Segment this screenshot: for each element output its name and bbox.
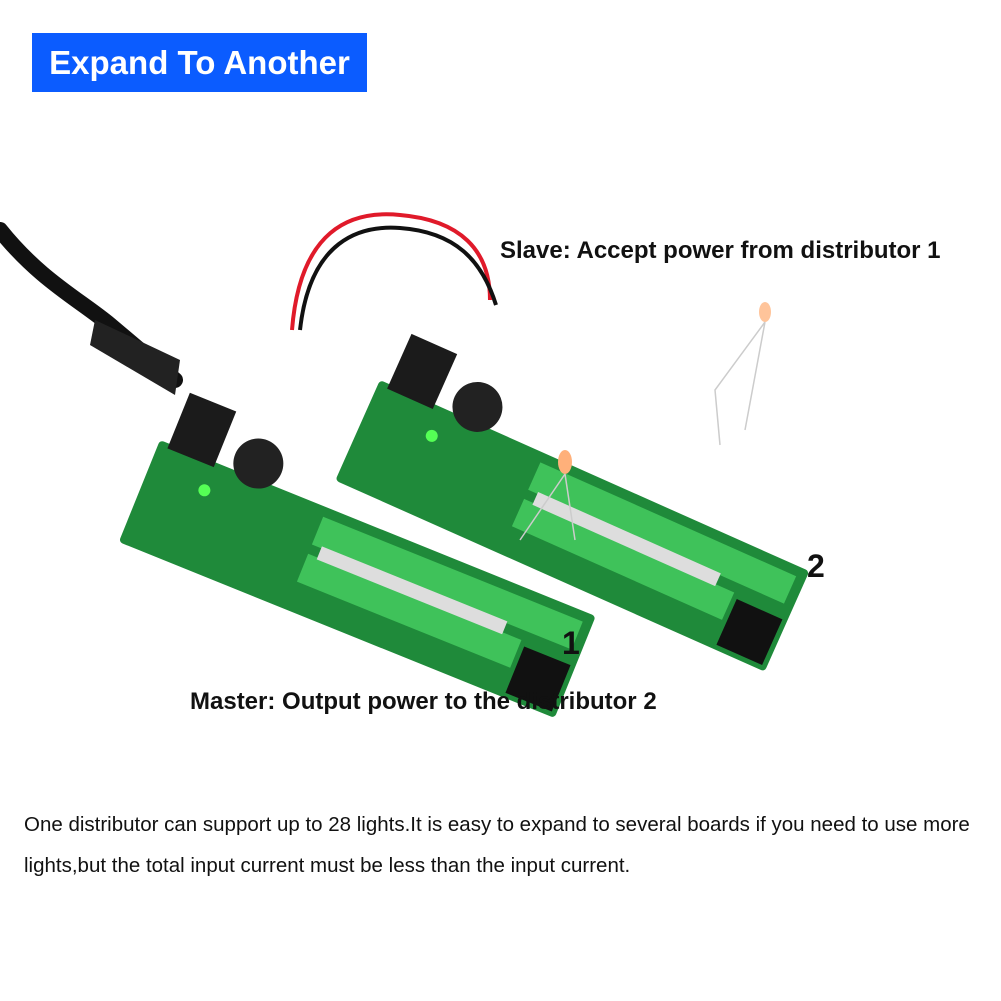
title-badge: Expand To Another: [32, 33, 367, 92]
led-bulb: [714, 302, 771, 446]
description: One distributor can support up to 28 lig…: [24, 813, 970, 877]
board-2-label: 2: [807, 548, 825, 584]
jumper-wire-black: [298, 225, 498, 331]
board-1-label: 1: [562, 625, 580, 661]
led-bulb: [519, 450, 576, 541]
distributor-board-1: [120, 392, 595, 717]
master-caption: Master: Output power to the distributor …: [190, 688, 657, 715]
power-cable: [0, 222, 183, 388]
dc-plug: [90, 320, 180, 395]
jumper-wire-red: [290, 212, 492, 331]
slave-caption: Slave: Accept power from distributor 1: [500, 237, 941, 264]
